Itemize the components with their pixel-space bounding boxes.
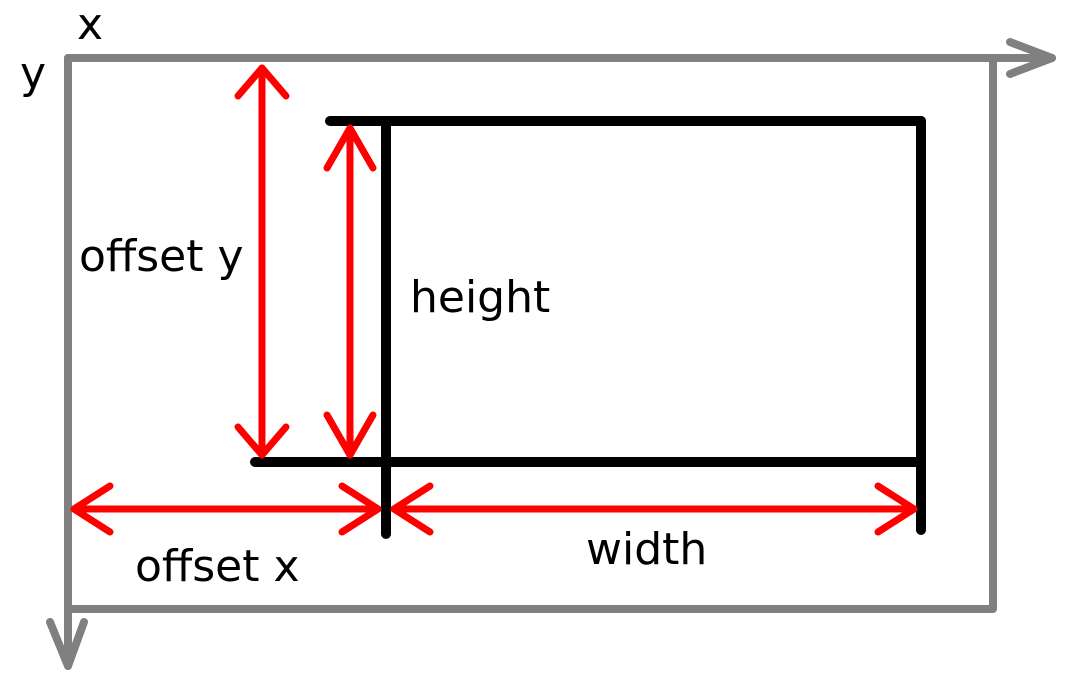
offset-x-label: offset x <box>135 541 300 592</box>
offset-x-arrow <box>70 482 382 536</box>
width-arrow <box>390 482 918 536</box>
offset-y-label: offset y <box>79 231 244 282</box>
black-box <box>250 116 926 539</box>
y-axis-arrowhead <box>46 618 88 670</box>
dimension-arrows <box>70 64 918 536</box>
width-label: width <box>586 524 707 575</box>
height-label: height <box>410 272 550 323</box>
x-axis-arrowhead <box>1006 38 1056 78</box>
x-axis <box>64 38 1056 78</box>
x-axis-label: x <box>77 0 103 50</box>
frame-right-bottom <box>64 56 997 613</box>
height-arrow <box>323 124 377 459</box>
canvas-frame <box>64 56 997 613</box>
offset-y-arrow <box>234 64 290 459</box>
y-axis-label: y <box>20 48 46 99</box>
y-axis <box>46 54 88 670</box>
